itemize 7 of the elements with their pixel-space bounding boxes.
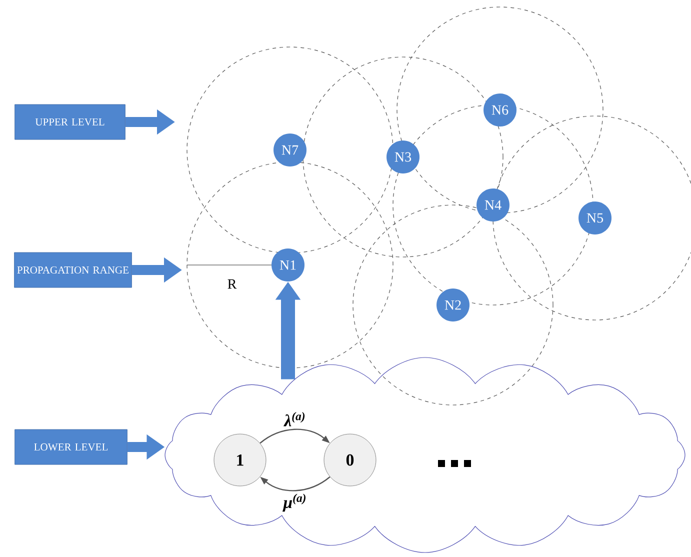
label-box: LOWER LEVEL <box>14 429 128 465</box>
edge-label: λ$^{(a)}$ <box>284 412 305 426</box>
label-box: PROPAGATION RANGE <box>14 252 132 288</box>
label-box: UPPER LEVEL <box>14 104 126 140</box>
edge-label: μ$^{(a)}$ <box>282 494 306 512</box>
label: R <box>228 279 237 289</box>
cloud-shape <box>164 357 686 553</box>
